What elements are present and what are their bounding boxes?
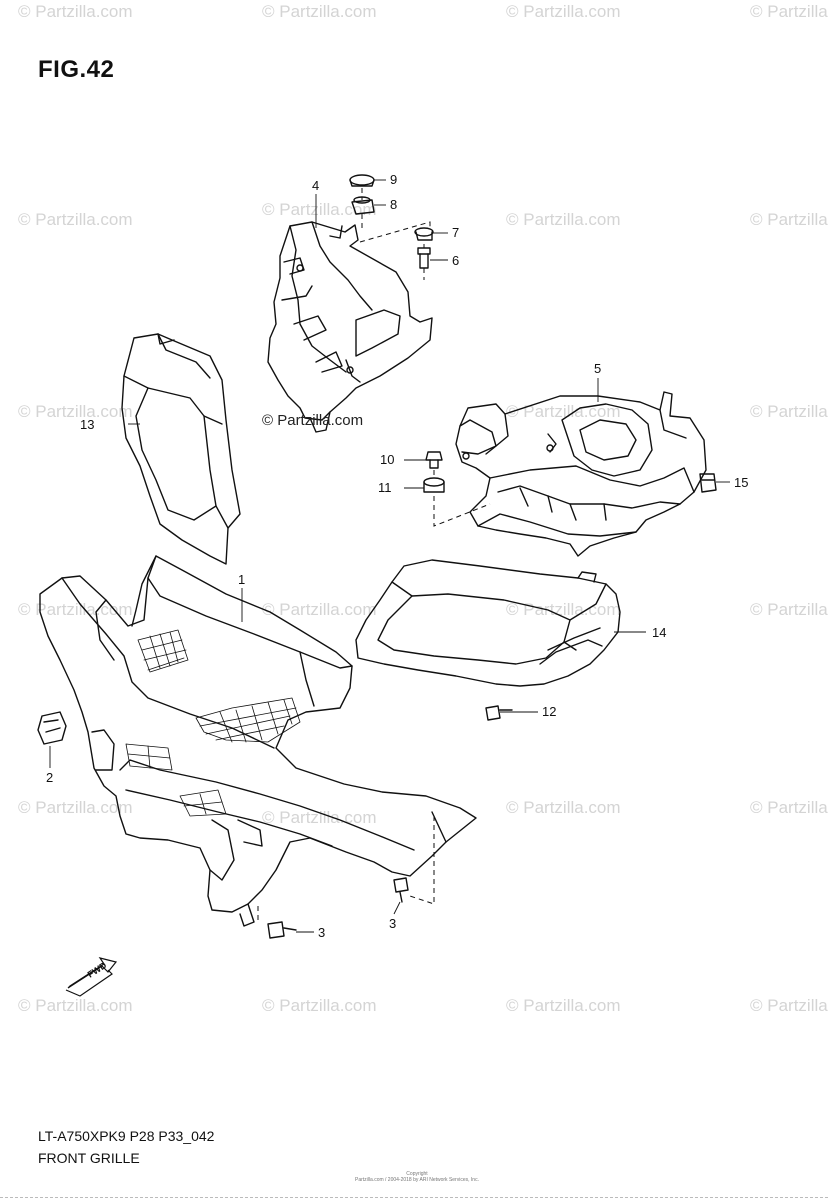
bottom-divider — [0, 1197, 828, 1198]
watermark: © Partzilla.com — [506, 798, 621, 817]
fwd-label: FWD — [86, 960, 109, 980]
watermark: © Partzilla.com — [506, 600, 621, 619]
callout-8: 8 — [390, 197, 397, 212]
callout-5: 5 — [594, 361, 601, 376]
part-5-tray — [455, 391, 707, 557]
part-15-clip — [699, 473, 717, 493]
model-code: LT-A750XPK9 P28 P33_042 — [38, 1128, 215, 1144]
callout-13: 11 — [378, 480, 392, 495]
callout-4: 4 — [312, 178, 319, 193]
part-10-housing — [121, 333, 241, 565]
callout-3: 3 — [318, 925, 325, 940]
callout-10: 13 — [80, 417, 94, 432]
part-12-bolt — [425, 451, 443, 469]
watermark: © Partzilla.com — [750, 996, 828, 1015]
part-6-bolt — [417, 247, 431, 269]
fwd-arrow-icon — [65, 957, 118, 997]
callout-14: 12 — [542, 704, 556, 719]
part-7-washer — [414, 227, 434, 241]
part-2-clip — [37, 711, 67, 745]
callout-15: 15 — [734, 475, 748, 490]
part-1-front-grille — [39, 555, 477, 927]
section-name: FRONT GRILLE — [38, 1150, 140, 1166]
part-4-bracket — [267, 221, 433, 433]
watermark: © Partzilla.com — [18, 402, 133, 421]
watermark: © Partzilla.com — [750, 2, 828, 21]
watermark: © Partzilla.com — [18, 600, 133, 619]
watermark: © Partzilla.com — [18, 2, 133, 21]
part-8-nut — [351, 196, 375, 215]
part-3-screw — [267, 877, 409, 939]
callout-11: 14 — [652, 625, 666, 640]
callout-6: 6 — [452, 253, 459, 268]
callout-1: 1 — [238, 572, 245, 587]
watermark: © Partzilla.com — [750, 600, 828, 619]
part-11-housing — [355, 559, 621, 687]
part-14-screw — [485, 705, 513, 721]
callout-2: 2 — [46, 770, 53, 785]
watermark: © Partzilla.com — [506, 996, 621, 1015]
callout-3b: 3 — [389, 916, 396, 931]
watermark: © Partzilla.com — [18, 798, 133, 817]
part-13-grommet — [423, 477, 445, 493]
watermark: © Partzilla.com — [750, 798, 828, 817]
callout-7: 7 — [452, 225, 459, 240]
callout-labels: 9 8 7 6 4 5 10 11 15 13 14 12 1 2 3 3 FW… — [46, 172, 748, 980]
watermark: © Partzilla.com — [18, 996, 133, 1015]
watermark: © Partzilla.com — [262, 808, 377, 827]
leader-lines — [49, 179, 730, 933]
watermark: © Partzilla.com — [262, 996, 377, 1015]
watermark: © Partzilla.com — [18, 210, 133, 229]
center-watermark: © Partzilla.com — [262, 412, 364, 429]
watermark: © Partzilla.com — [506, 210, 621, 229]
figure-title: FIG.42 — [38, 56, 115, 83]
copyright-notice: Copyright Partzilla.com / 2004-2018 by A… — [352, 1171, 482, 1183]
assembly-lines — [257, 188, 491, 920]
callout-12: 10 — [380, 452, 394, 467]
watermark: © Partzilla.com — [262, 600, 377, 619]
watermark: © Partzilla.com — [506, 2, 621, 21]
watermark: © Partzilla.com — [262, 200, 377, 219]
copyright-line-2: Partzilla.com / 2004-2018 by ARI Network… — [355, 1177, 479, 1183]
watermark: © Partzilla.com — [750, 402, 828, 421]
part-9-grommet — [349, 174, 375, 187]
callout-9: 9 — [390, 172, 397, 187]
part-1-mesh — [125, 629, 301, 817]
copyright-line-1: Copyright — [406, 1171, 428, 1177]
watermark: © Partzilla.com — [750, 210, 828, 229]
watermark: © Partzilla.com — [262, 2, 377, 21]
